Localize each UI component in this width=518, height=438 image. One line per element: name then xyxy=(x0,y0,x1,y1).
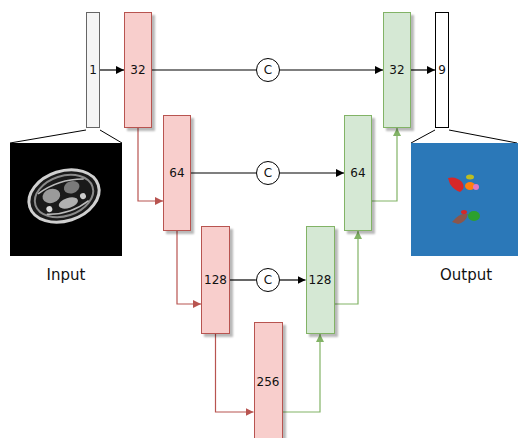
input-image xyxy=(10,143,122,256)
block-label: 128 xyxy=(204,273,227,287)
concat-circle: C xyxy=(256,58,280,82)
skip-connector xyxy=(191,172,256,173)
block-label: 32 xyxy=(130,63,145,77)
block-label: C xyxy=(264,273,272,287)
zoom-line xyxy=(10,130,86,143)
input-channel-box: 1 xyxy=(86,12,100,128)
upsample-arrow xyxy=(372,128,397,201)
upsample-arrow xyxy=(335,231,359,304)
downsample-arrow xyxy=(177,231,201,304)
decoder-block: 32 xyxy=(383,12,411,128)
image-caption: Input xyxy=(47,266,86,284)
concat-circle: C xyxy=(256,268,280,292)
block-label: 32 xyxy=(389,63,404,77)
encoder-block: 128 xyxy=(201,226,230,334)
circle-shape xyxy=(257,59,280,82)
decoder-block: 128 xyxy=(306,226,335,334)
zoom-line xyxy=(100,130,122,143)
encoder-block: 64 xyxy=(163,115,191,231)
skip-connector xyxy=(152,69,256,70)
circle-shape xyxy=(257,162,280,185)
circle-shape xyxy=(257,269,280,292)
block-label: 9 xyxy=(438,63,446,77)
decoder-block: 64 xyxy=(344,115,372,231)
concat-circle: C xyxy=(256,161,280,185)
encoder-block: 32 xyxy=(124,12,152,128)
block-label: C xyxy=(264,166,272,180)
output-channel-box: 9 xyxy=(435,12,449,128)
block-label: 256 xyxy=(257,375,280,389)
downsample-arrow xyxy=(216,334,254,412)
skip-connector xyxy=(100,69,124,70)
skip-connector xyxy=(280,279,306,280)
upsample-arrow xyxy=(283,334,321,412)
head-slice xyxy=(22,161,106,231)
block-label: 128 xyxy=(309,273,332,287)
bottleneck-block: 256 xyxy=(254,322,283,438)
skip-connector xyxy=(411,69,435,70)
skip-connector xyxy=(230,279,256,280)
zoom-line xyxy=(449,130,517,143)
zoom-line xyxy=(411,130,435,143)
skip-connector xyxy=(280,69,383,70)
skip-connector xyxy=(280,172,344,173)
block-label: 64 xyxy=(169,166,184,180)
downsample-arrow xyxy=(138,128,163,201)
block-label: 64 xyxy=(350,166,365,180)
image-caption: Output xyxy=(440,266,492,284)
block-label: 1 xyxy=(89,63,97,77)
segmentation-masks xyxy=(448,175,480,225)
output-image xyxy=(411,143,518,256)
block-label: C xyxy=(264,63,272,77)
